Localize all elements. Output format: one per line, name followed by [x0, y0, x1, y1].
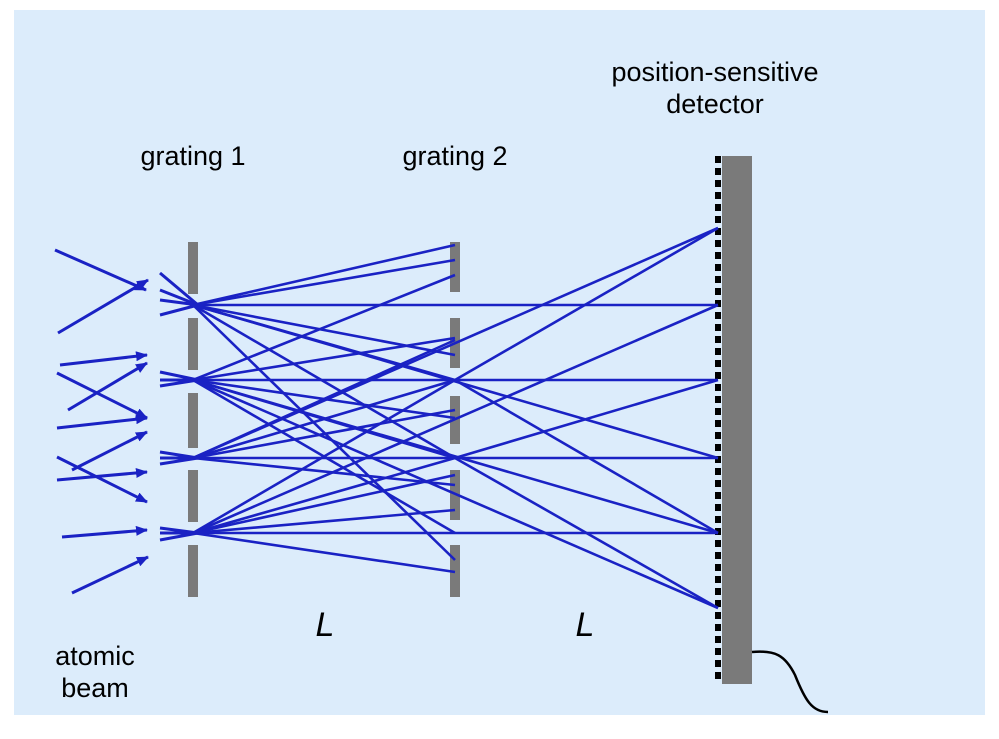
position-sensitive-detector [715, 156, 829, 714]
grating-1 [188, 242, 198, 597]
detector-cable [751, 650, 829, 714]
beam-stubs [159, 271, 199, 542]
detector-label-line-1: position-sensitive [611, 57, 819, 87]
detector-label-line-2: detector [666, 89, 764, 119]
distance-label-2: L [575, 606, 595, 644]
beams-to-detector [192, 226, 719, 610]
distance-label-1: L [315, 606, 335, 644]
grating-1-label: grating 1 [140, 141, 246, 171]
atomic-beam-label-line-1: atomic [55, 641, 135, 671]
incoming-beam-arrows [54, 248, 149, 595]
atomic-beam-label-line-2: beam [61, 673, 129, 703]
grating-2-label: grating 2 [402, 141, 508, 171]
diagram-background [14, 10, 985, 715]
